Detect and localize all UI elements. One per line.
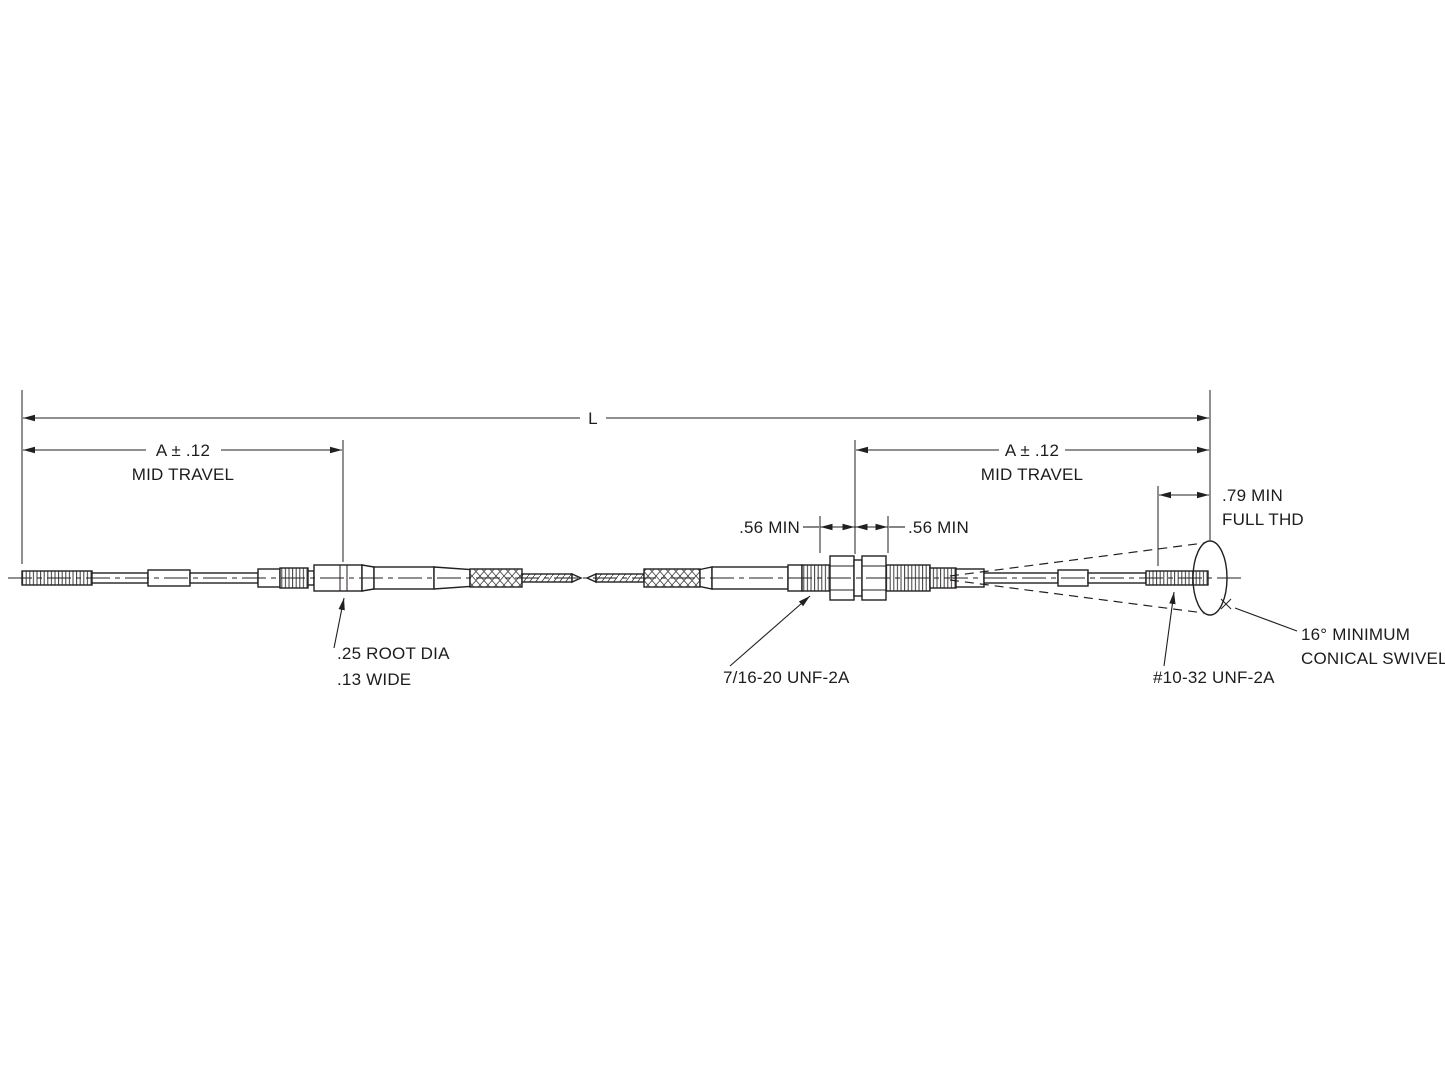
right-travel-value: A ± .12 (1005, 441, 1059, 460)
dimension-right-travel: A ± .12 MID TRAVEL (856, 441, 1209, 484)
full-thread-value: .79 MIN (1222, 486, 1283, 505)
dimension-left-engagement: .56 MIN (739, 518, 855, 537)
overall-length-label: L (588, 409, 598, 428)
full-thread-caption: FULL THD (1222, 510, 1304, 529)
callout-rod-thread: #10-32 UNF-2A (1153, 591, 1275, 687)
dimension-overall-length: L (23, 409, 1209, 428)
left-travel-value: A ± .12 (156, 441, 210, 460)
right-threaded-rod-end (983, 569, 1209, 587)
groove-callout-line2: .13 WIDE (337, 670, 411, 689)
rod-thread-label: #10-32 UNF-2A (1153, 668, 1275, 687)
callout-swivel: 16° MINIMUM CONICAL SWIVEL (1234, 607, 1445, 668)
right-engagement-value: .56 MIN (908, 518, 969, 537)
extension-lines (21, 390, 1211, 566)
groove-callout-line1: .25 ROOT DIA (337, 644, 450, 663)
swivel-cone-lower-line (949, 579, 1205, 614)
swivel-x-marker (1220, 598, 1232, 610)
left-engagement-value: .56 MIN (739, 518, 800, 537)
swivel-callout-line1: 16° MINIMUM (1301, 625, 1410, 644)
callout-groove: .25 ROOT DIA .13 WIDE (333, 597, 450, 689)
dimension-full-thread: .79 MIN FULL THD (1159, 486, 1304, 529)
bulkhead-thread-label: 7/16-20 UNF-2A (723, 668, 850, 687)
swivel-callout-line2: CONICAL SWIVEL (1301, 649, 1445, 668)
dimension-left-travel: A ± .12 MID TRAVEL (23, 441, 342, 484)
right-travel-caption: MID TRAVEL (981, 465, 1083, 484)
left-travel-caption: MID TRAVEL (132, 465, 234, 484)
swivel-cone-upper-line (949, 542, 1205, 577)
dimension-right-engagement: .56 MIN (855, 518, 969, 537)
callout-bulkhead-thread: 7/16-20 UNF-2A (723, 595, 850, 687)
